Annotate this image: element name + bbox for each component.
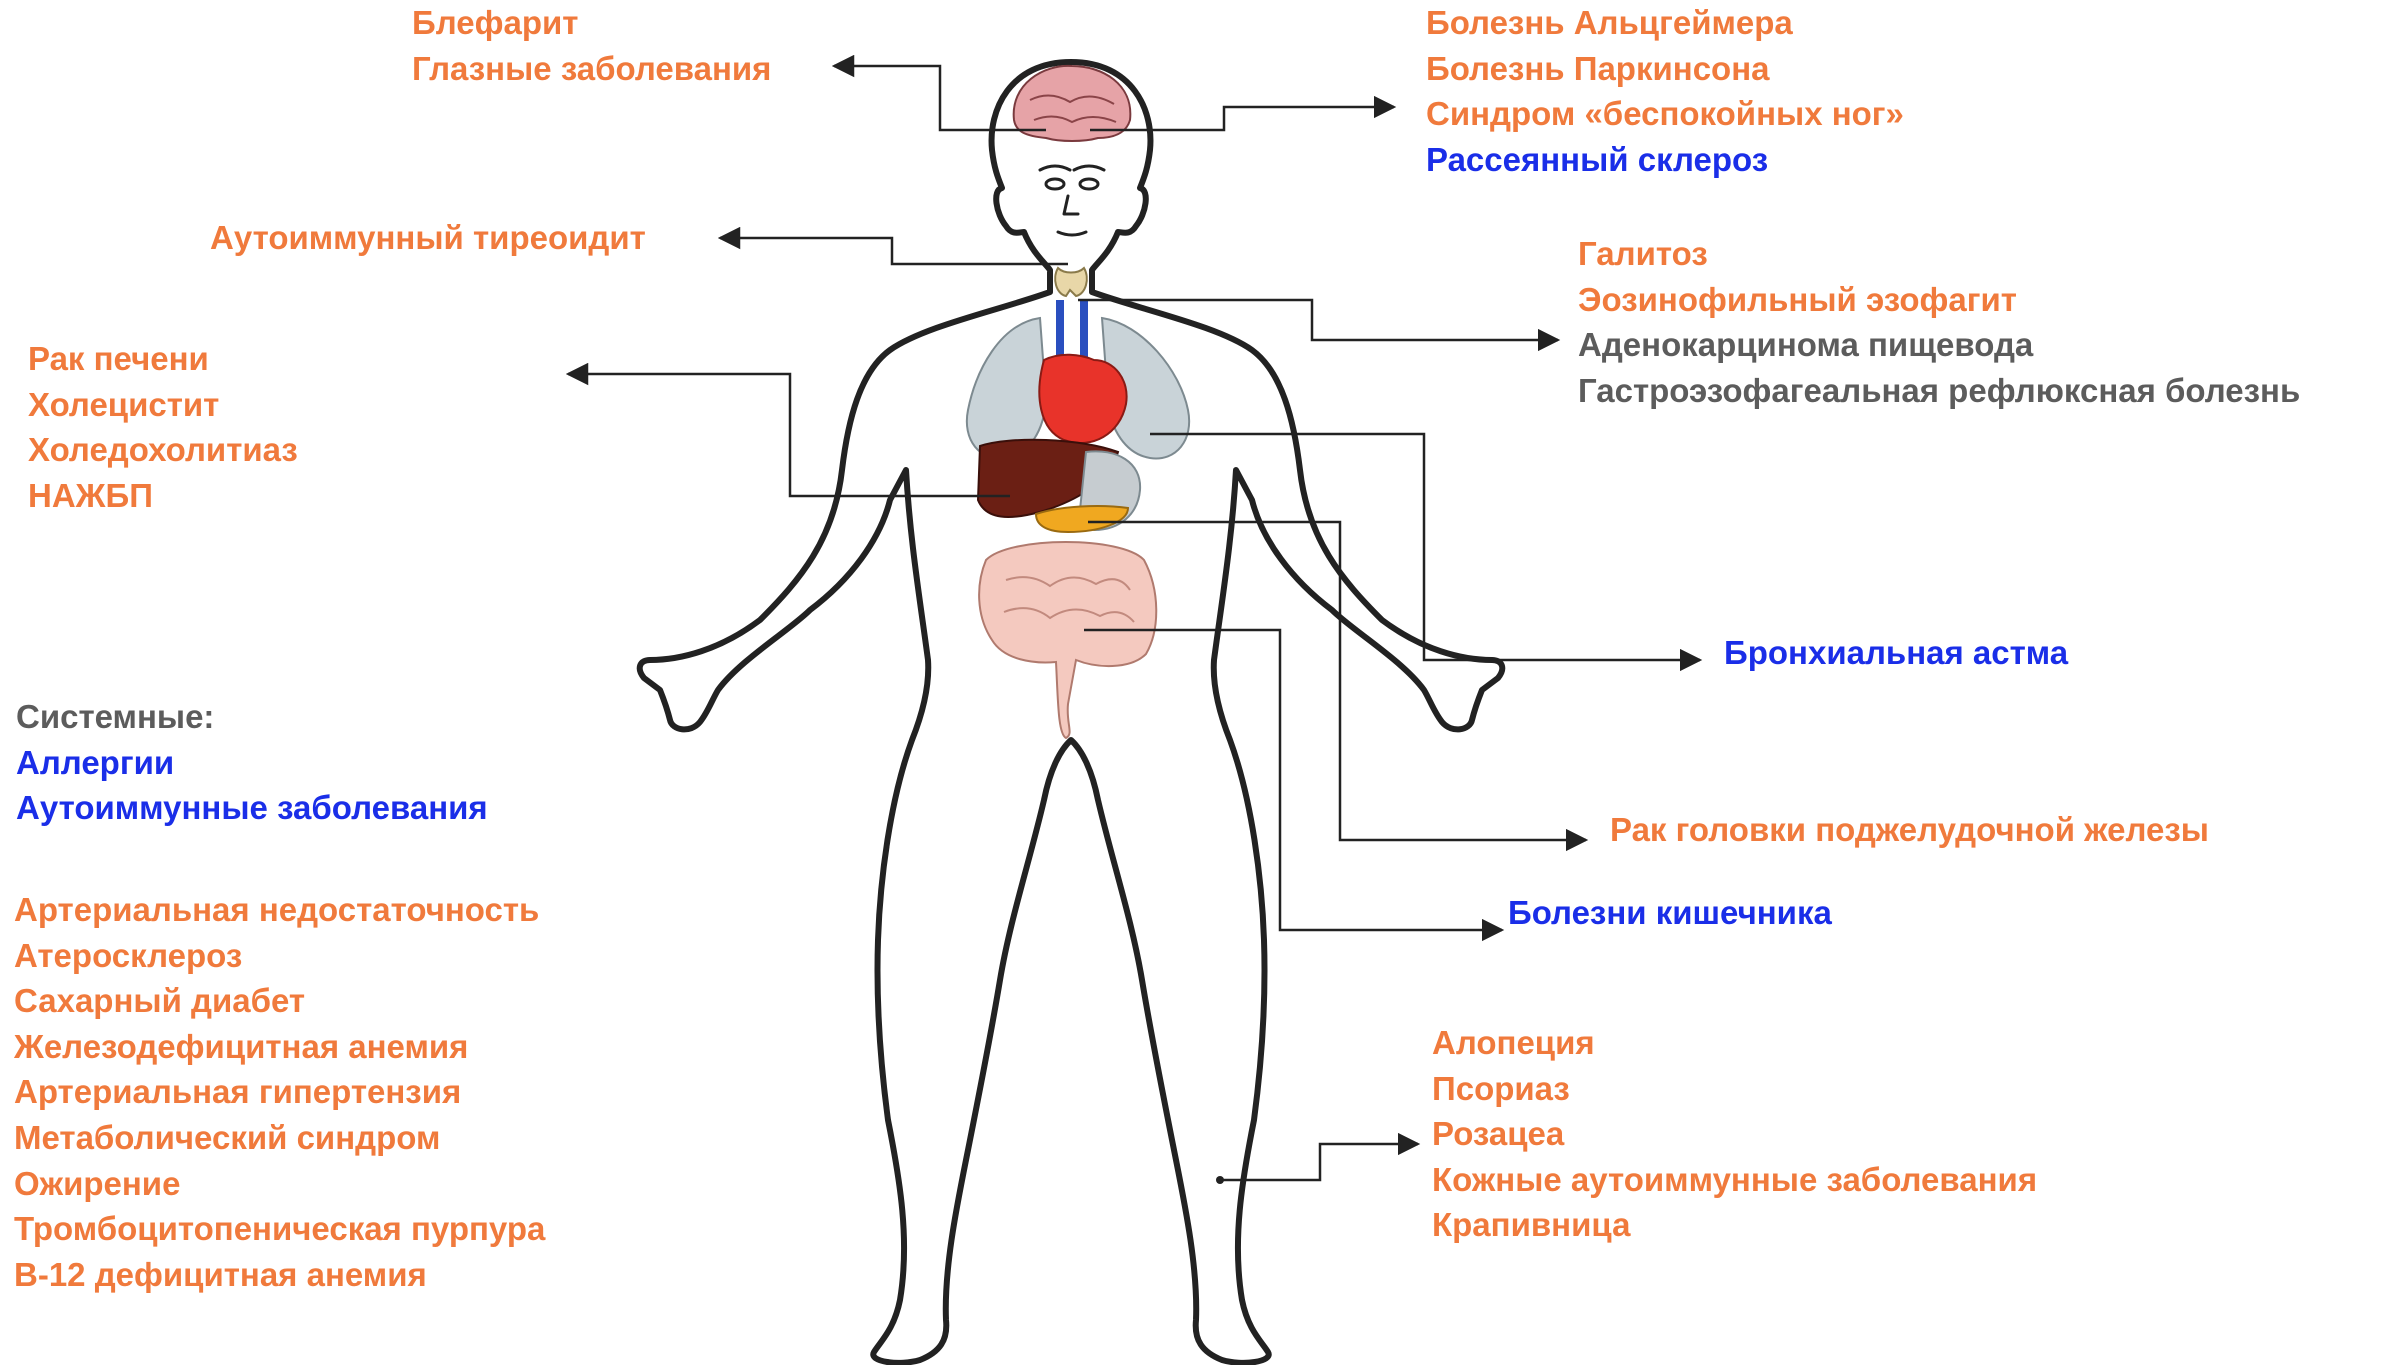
- label-systemic-1: Аллергии: [16, 740, 488, 786]
- label-esophagus-4: Гастроэзофагеальная рефлюксная болезнь: [1578, 368, 2300, 414]
- heart-organ: [1039, 355, 1126, 443]
- brain-disease-labels: Болезнь Альцгеймера Болезнь Паркинсона С…: [1426, 0, 1904, 182]
- label-brain-3: Синдром «беспокойных ног»: [1426, 91, 1904, 137]
- label-cardio-3: Сахарный диабет: [14, 978, 545, 1024]
- label-cardio-8: Тромбоцитопеническая пурпура: [14, 1206, 545, 1252]
- label-brain-2: Болезнь Паркинсона: [1426, 46, 1904, 92]
- label-skin-3: Розацеа: [1432, 1111, 2037, 1157]
- label-liver-3: Холедохолитиаз: [28, 427, 298, 473]
- skin-point: [1216, 1176, 1224, 1184]
- label-brain-1: Болезнь Альцгеймера: [1426, 0, 1904, 46]
- thyroid-organ: [1055, 268, 1087, 296]
- label-brain-4: Рассеянный склероз: [1426, 137, 1904, 183]
- label-cardio-1: Артериальная недостаточность: [14, 887, 545, 933]
- liver-disease-labels: Рак печени Холецистит Холедохолитиаз НАЖ…: [28, 336, 298, 518]
- connector-thyroid: [720, 238, 1068, 264]
- label-systemic-heading: Системные:: [16, 694, 488, 740]
- skin-disease-labels: Алопеция Псориаз Розацеа Кожные аутоимму…: [1432, 1020, 2037, 1248]
- systemic-disease-labels: Системные: Аллергии Аутоиммунные заболев…: [16, 694, 488, 831]
- label-lungs-1: Бронхиальная астма: [1724, 630, 2068, 676]
- label-intestine-1: Болезни кишечника: [1508, 890, 1832, 936]
- label-skin-2: Псориаз: [1432, 1066, 2037, 1112]
- label-liver-4: НАЖБП: [28, 473, 298, 519]
- label-cardio-5: Артериальная гипертензия: [14, 1069, 545, 1115]
- label-pancreas-1: Рак головки поджелудочной железы: [1610, 807, 2209, 853]
- thyroid-disease-labels: Аутоиммунный тиреоидит: [210, 215, 646, 261]
- label-eyes-1: Блефарит: [412, 0, 771, 46]
- eye-disease-labels: Блефарит Глазные заболевания: [412, 0, 771, 91]
- label-eyes-2: Глазные заболевания: [412, 46, 771, 92]
- label-esophagus-2: Эозинофильный эзофагит: [1578, 277, 2300, 323]
- label-cardio-7: Ожирение: [14, 1161, 545, 1207]
- lung-disease-labels: Бронхиальная астма: [1724, 630, 2068, 676]
- label-thyroid-1: Аутоиммунный тиреоидит: [210, 215, 646, 261]
- cardiometabolic-disease-labels: Артериальная недостаточность Атеросклеро…: [14, 887, 545, 1297]
- label-cardio-4: Железодефицитная анемия: [14, 1024, 545, 1070]
- label-skin-5: Крапивница: [1432, 1202, 2037, 1248]
- label-skin-4: Кожные аутоиммунные заболевания: [1432, 1157, 2037, 1203]
- intestine-disease-labels: Болезни кишечника: [1508, 890, 1832, 936]
- label-liver-1: Рак печени: [28, 336, 298, 382]
- human-body-outline: [640, 62, 1503, 1363]
- esophagus-disease-labels: Галитоз Эозинофильный эзофагит Аденокарц…: [1578, 231, 2300, 413]
- label-liver-2: Холецистит: [28, 382, 298, 428]
- label-cardio-6: Метаболический синдром: [14, 1115, 545, 1161]
- label-skin-1: Алопеция: [1432, 1020, 2037, 1066]
- label-cardio-2: Атеросклероз: [14, 933, 545, 979]
- label-esophagus-3: Аденокарцинома пищевода: [1578, 322, 2300, 368]
- label-systemic-2: Аутоиммунные заболевания: [16, 785, 488, 831]
- label-esophagus-1: Галитоз: [1578, 231, 2300, 277]
- pancreas-disease-labels: Рак головки поджелудочной железы: [1610, 807, 2209, 853]
- label-cardio-9: В-12 дефицитная анемия: [14, 1252, 545, 1298]
